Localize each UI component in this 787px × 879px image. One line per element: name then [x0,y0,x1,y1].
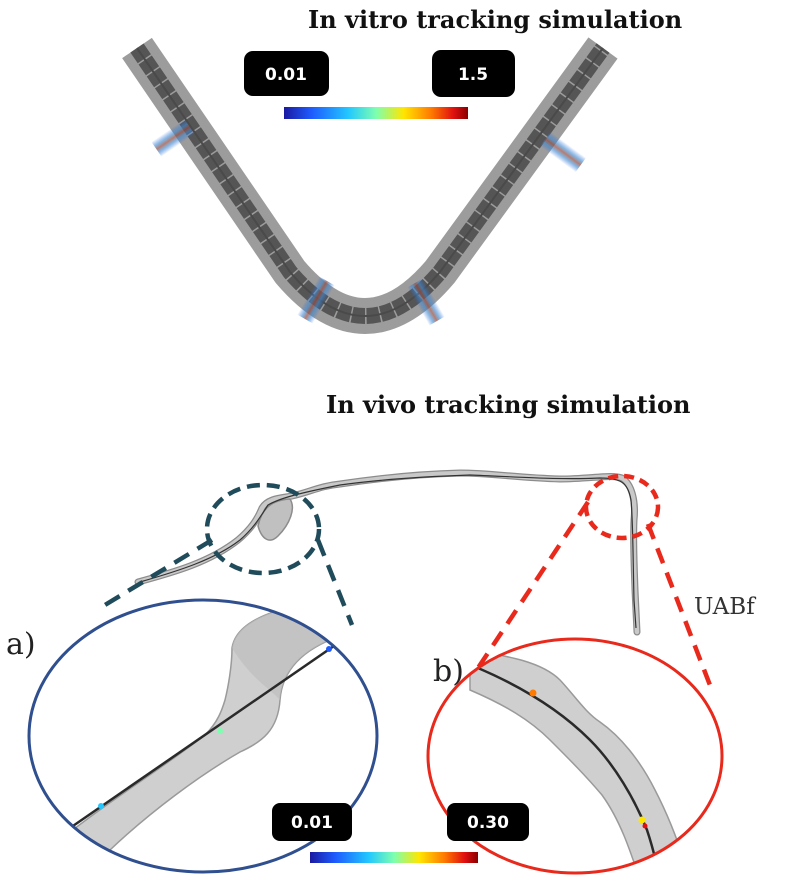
inset-a-ring [27,598,379,874]
inset-b-ring [426,637,724,875]
connector-b-left [476,500,590,670]
bottom-colorbar [310,852,478,863]
hotspot-bottom-left [297,276,335,324]
zoom-region-b [583,473,661,541]
inset-a-hotspot-2 [217,728,223,734]
vessel-bulge [257,498,294,541]
bottom-scale-min-label: 0.01 [291,813,333,833]
bottom-color-scale: 0.01 0.30 [272,803,529,863]
arterial-vessel-overview [134,469,641,636]
inset-b-label: b) [433,654,464,689]
stress-hotspots [151,119,587,326]
inset-b-hotspot-3 [642,823,648,829]
top-color-scale: 0.01 1.5 [244,50,515,119]
vessel-fill [135,470,640,635]
hotspot-right-arm [539,131,587,173]
catheter-overview [139,474,637,629]
inset-b [426,637,724,875]
vessel-label-uabf: UABf [694,594,756,620]
connector-a-right [315,539,355,626]
top-scale-max-label: 1.5 [458,65,488,85]
inset-b-hotspot-1 [529,689,537,697]
inset-a-label: a) [6,627,36,662]
top-colorbar [284,107,468,119]
top-scale-max-badge [432,50,515,97]
inset-b-hotspot-2 [638,816,646,824]
bottom-scale-min-badge [272,803,352,841]
connector-b-right [645,523,716,694]
connector-a-left [98,538,214,610]
catheter-inner-line [136,47,604,317]
inset-a [27,598,379,874]
top-scale-min-badge [244,51,329,96]
inset-a-catheter [69,626,361,830]
top-scale-min-label: 0.01 [265,65,307,85]
bottom-panel-title: In vivo tracking simulation [326,390,690,419]
vessel-wall [122,37,618,334]
u-shaped-vessel-model [122,37,618,334]
hotspot-left-arm [151,119,195,157]
hotspot-bottom-right [407,278,445,326]
inset-a-hotspot-3 [326,646,332,652]
inset-a-hotspot-1 [98,803,104,809]
bottom-scale-max-label: 0.30 [467,813,509,833]
bottom-scale-max-badge [447,803,529,841]
zoom-region-a [204,482,322,576]
top-panel-title: In vitro tracking simulation [308,5,682,34]
